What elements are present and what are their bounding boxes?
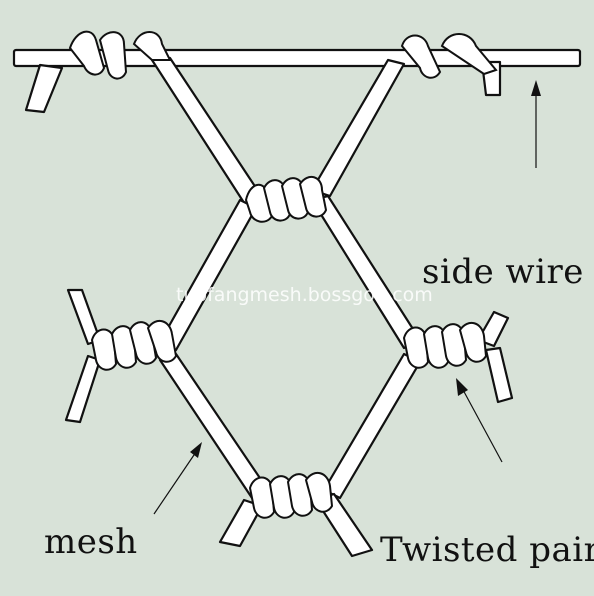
twisted-pair-label: Twisted pair	[380, 530, 594, 570]
wire-tail-right-upper	[476, 310, 510, 348]
mesh-wire-right-upper	[310, 194, 422, 350]
mesh-wire-left-upper	[158, 198, 258, 352]
arrow-twisted-pair	[456, 378, 503, 463]
twisted-pair-right	[402, 321, 488, 369]
twisted-pair-left	[90, 319, 178, 371]
wire-tail-left-lower	[64, 354, 102, 424]
wire-end-top-left	[24, 63, 64, 114]
mesh-wire-upper-right	[310, 58, 406, 198]
arrow-mesh	[153, 442, 202, 515]
arrow-side-wire	[531, 80, 541, 168]
wire-tail-right-lower	[484, 346, 514, 404]
watermark: tuofangmesh.bossgoo.com	[176, 284, 433, 306]
twisted-pair-upper	[244, 175, 328, 223]
twisted-pair-bottom	[248, 471, 334, 519]
mesh-label: mesh	[44, 522, 138, 562]
side-wire-label: side wire	[422, 252, 584, 292]
mesh-wire-right-lower	[322, 352, 422, 500]
mesh-wire-left-lower	[158, 352, 270, 500]
twist-top-left	[68, 30, 172, 80]
twist-top-right	[400, 33, 498, 79]
